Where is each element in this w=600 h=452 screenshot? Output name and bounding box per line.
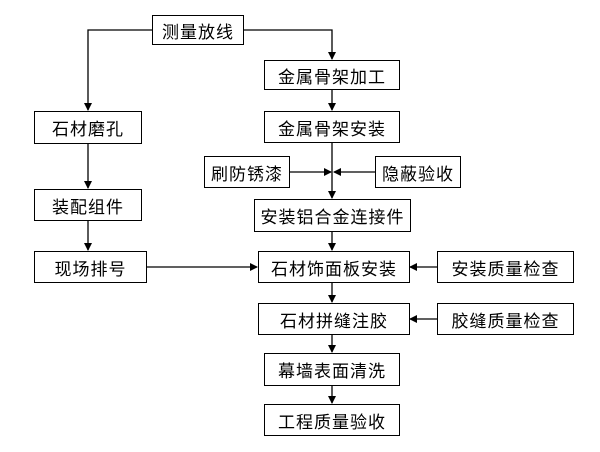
node-panel-install: 石材饰面板安装 <box>258 251 410 283</box>
node-wall-cleaning: 幕墙表面清洗 <box>264 353 400 386</box>
node-site-numbering: 现场排号 <box>34 251 147 283</box>
node-stone-drilling: 石材磨孔 <box>34 111 142 144</box>
node-final-acceptance: 工程质量验收 <box>264 404 400 436</box>
node-assemble-parts: 装配组件 <box>34 189 142 221</box>
arrow-survey-to-frame-processing <box>244 29 336 60</box>
node-concealed-inspection: 隐蔽验收 <box>375 156 461 188</box>
node-frame-install: 金属骨架安装 <box>264 111 400 143</box>
arrow-survey-to-stone-drilling <box>84 29 152 111</box>
node-joint-glue: 石材拼缝注胶 <box>258 303 410 335</box>
node-connector-install: 安装铝合金连接件 <box>254 199 411 232</box>
node-survey: 测量放线 <box>152 15 244 45</box>
node-glue-quality-check: 胶缝质量检查 <box>437 303 574 335</box>
node-install-quality-check: 安装质量检查 <box>437 251 574 283</box>
node-frame-processing: 金属骨架加工 <box>264 60 400 90</box>
node-rust-paint: 刷防锈漆 <box>204 156 290 188</box>
